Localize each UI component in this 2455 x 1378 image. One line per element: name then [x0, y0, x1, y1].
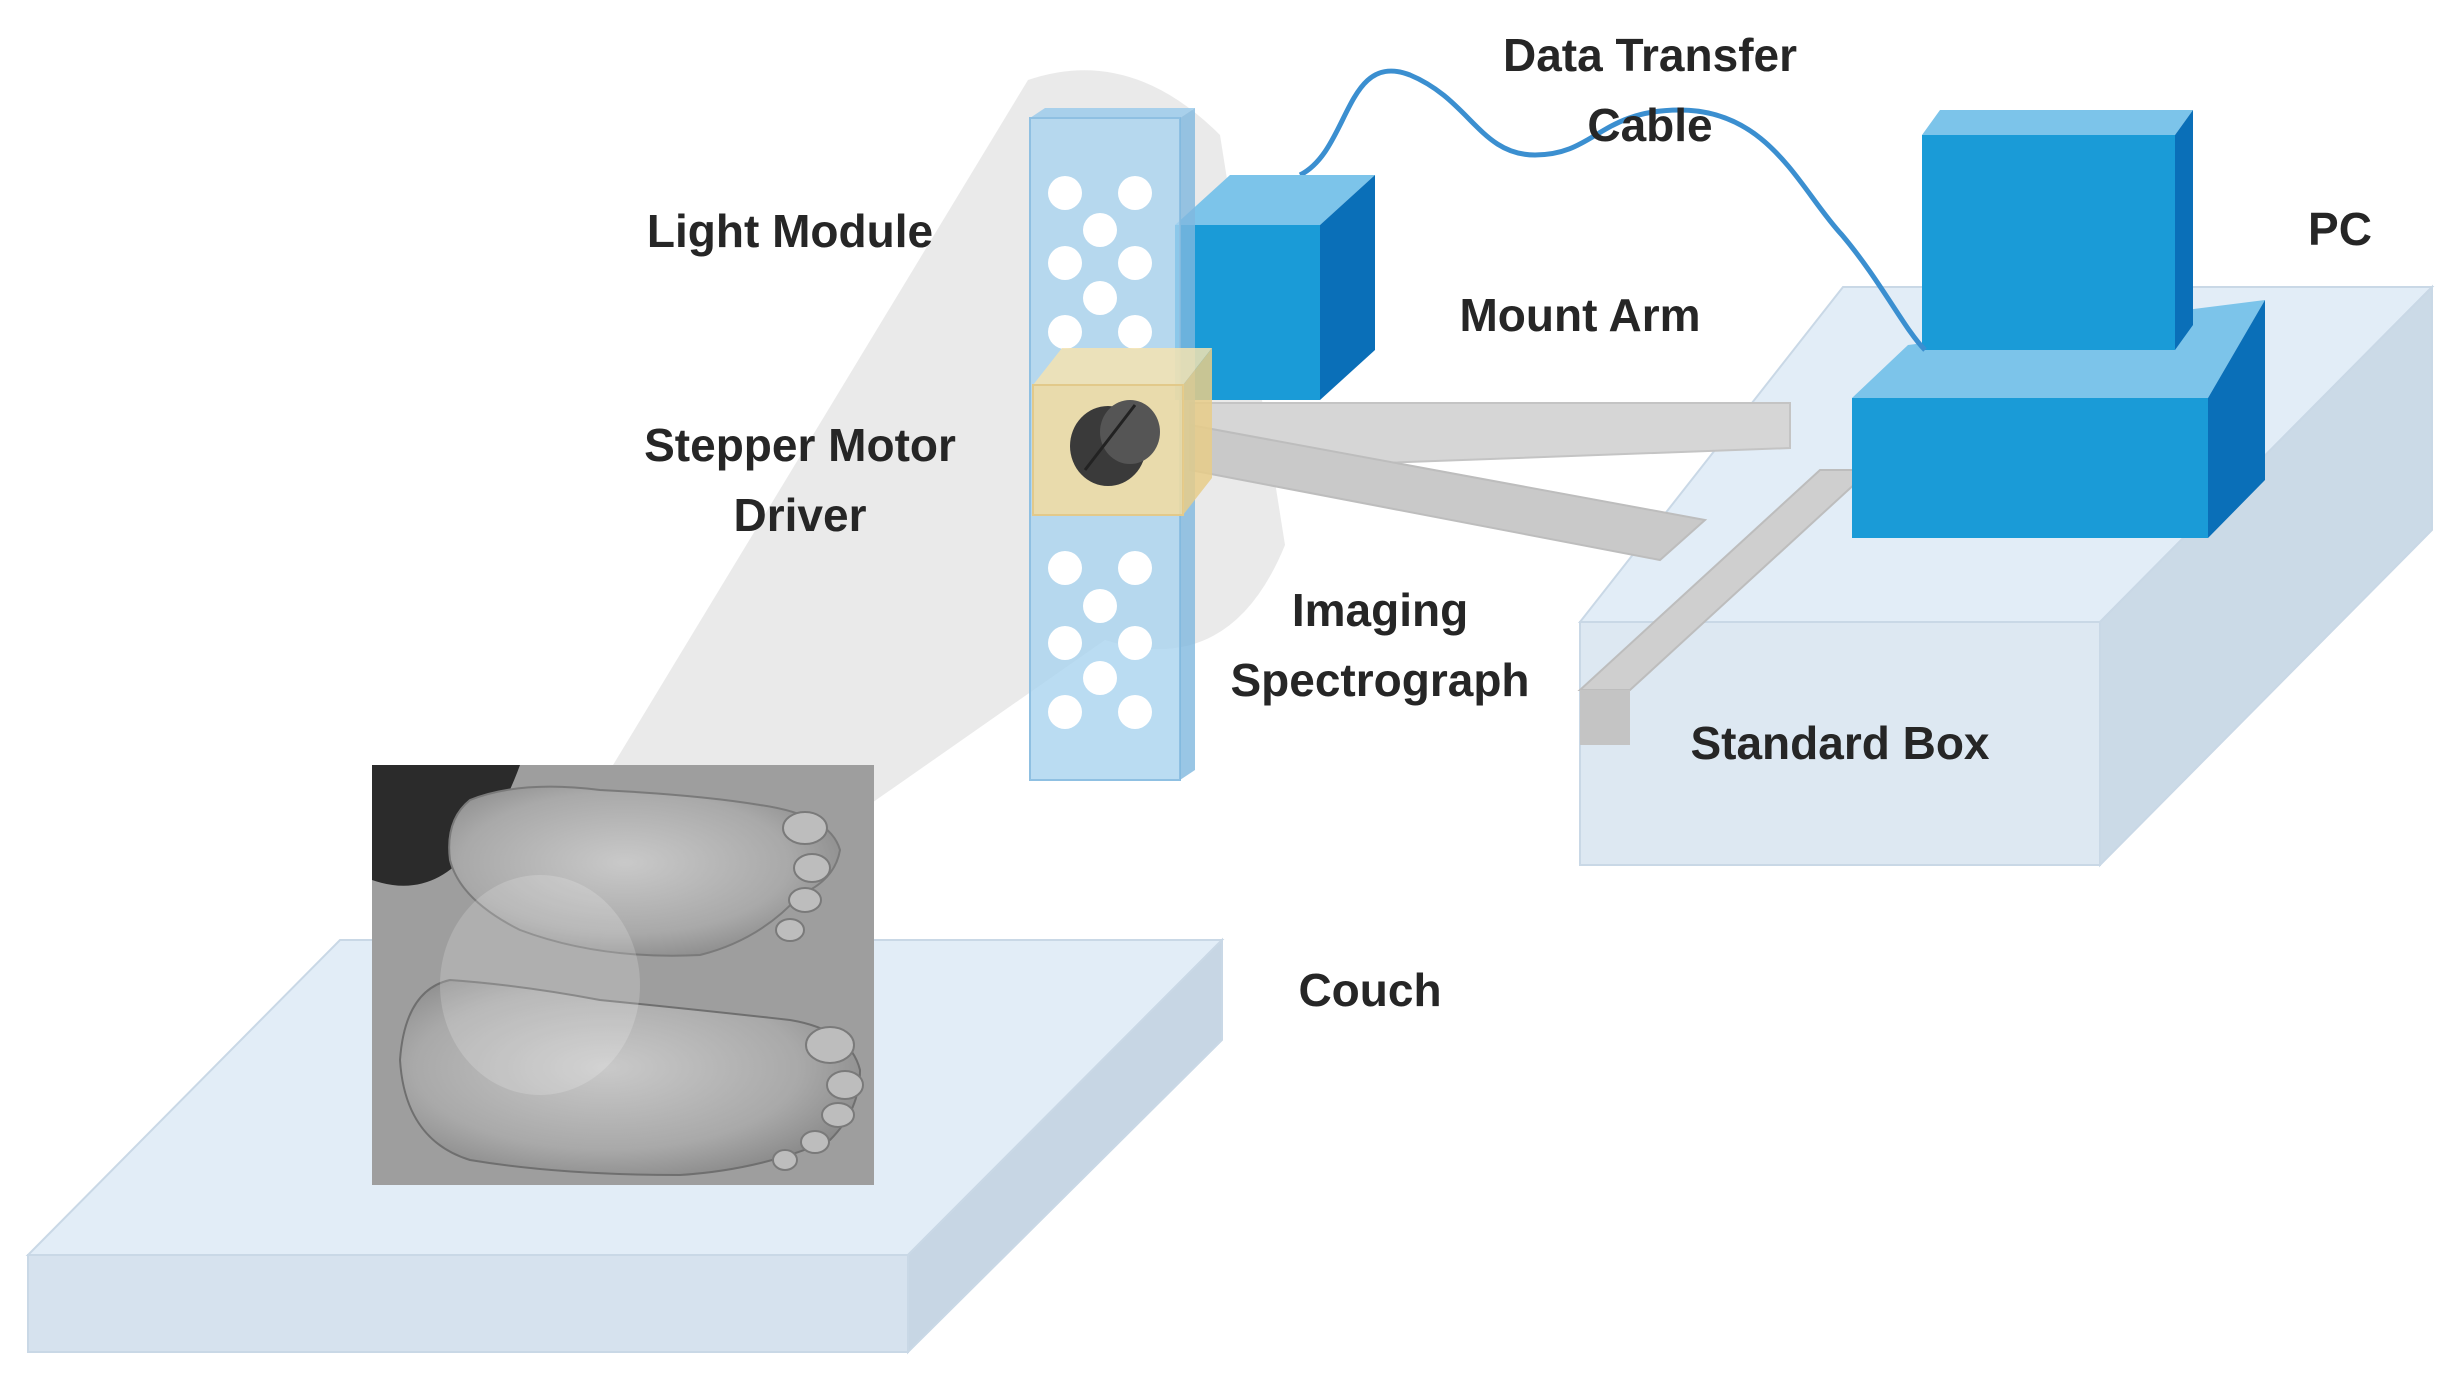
feet-image: [372, 765, 874, 1185]
couch-label: Couch: [1298, 964, 1442, 1016]
stepper-motor-driver-label: Stepper Motor Driver: [600, 410, 1000, 550]
data-transfer-cable-label-line2: Cable: [1587, 99, 1713, 151]
imaging-spectrograph-label: Imaging Spectrograph: [1200, 575, 1560, 715]
mount-arm: [1189, 402, 1873, 745]
stepper-motor-driver: [1032, 348, 1212, 516]
stepper-motor-driver-label-line2: Driver: [733, 489, 867, 541]
data-transfer-cable-label-line1: Data Transfer: [1502, 29, 1797, 81]
pc: [1852, 110, 2265, 538]
pc-label: PC: [2308, 203, 2372, 255]
data-transfer-cable: [1298, 68, 1927, 352]
mount-arm-label: Mount Arm: [1459, 289, 1701, 341]
imaging-spectrograph-label-line2: Spectrograph: [1230, 654, 1530, 706]
standard-box-label: Standard Box: [1690, 717, 1990, 769]
light-module-label: Light Module: [646, 205, 934, 257]
stepper-motor-driver-label-line1: Stepper Motor: [644, 419, 956, 471]
imaging-spectrograph-label-line1: Imaging: [1291, 584, 1469, 636]
data-transfer-cable-label: Data Transfer Cable: [1440, 20, 1860, 160]
